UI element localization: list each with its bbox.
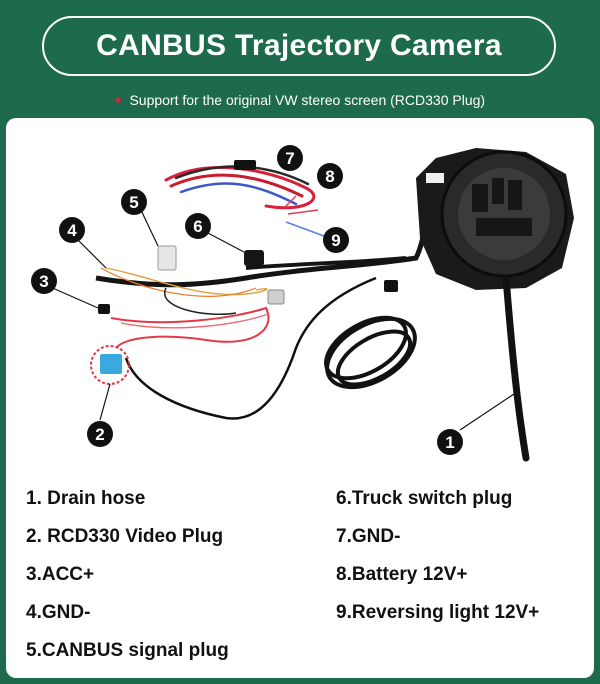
callout-5: 5 bbox=[121, 189, 147, 215]
callout-7-label: 7 bbox=[285, 149, 294, 168]
callout-6-label: 6 bbox=[193, 217, 202, 236]
camera-unit bbox=[416, 148, 574, 290]
spec-item: 1. Drain hose bbox=[26, 488, 146, 509]
main-harness bbox=[95, 177, 439, 288]
callout-1-label: 1 bbox=[445, 433, 454, 452]
drain-hose bbox=[502, 274, 530, 462]
spec-item: 5.CANBUS signal plug bbox=[26, 640, 229, 661]
red-wire-bundle bbox=[164, 160, 316, 210]
red-power-wire bbox=[110, 306, 270, 349]
callout-9-label: 9 bbox=[331, 231, 340, 250]
heart-icon: ♥ bbox=[114, 95, 122, 107]
spec-item: 6.Truck switch plug bbox=[336, 488, 513, 509]
spec-item: 2. RCD330 Video Plug bbox=[26, 526, 224, 547]
callout-9: 9 bbox=[323, 227, 349, 253]
subtitle: ♥ Support for the original VW stereo scre… bbox=[0, 92, 600, 108]
callout-8: 8 bbox=[317, 163, 343, 189]
spec-list: 1. Drain hose 2. RCD330 Video Plug 3.ACC… bbox=[6, 478, 594, 678]
title-banner: CANBUS Trajectory Camera bbox=[42, 16, 556, 76]
callout-7: 7 bbox=[277, 145, 303, 171]
spec-item: 9.Reversing light 12V+ bbox=[336, 602, 540, 623]
product-card: 1 2 3 4 5 6 7 8 9 1. Drain hose 2. RCD33… bbox=[6, 118, 594, 678]
callout-4: 4 bbox=[59, 217, 85, 243]
page-title: CANBUS Trajectory Camera bbox=[96, 29, 502, 62]
spec-item: 8.Battery 12V+ bbox=[336, 564, 468, 585]
spec-item: 4.GND- bbox=[26, 602, 91, 623]
callout-2-label: 2 bbox=[95, 425, 104, 444]
callout-2: 2 bbox=[87, 421, 113, 447]
callout-6: 6 bbox=[185, 213, 211, 239]
rcd330-connector bbox=[100, 354, 122, 374]
product-photo: 1 2 3 4 5 6 7 8 9 bbox=[31, 145, 574, 462]
spec-item: 3.ACC+ bbox=[26, 564, 95, 585]
callout-3-label: 3 bbox=[39, 272, 48, 291]
coiled-cable bbox=[324, 315, 417, 390]
callout-4-label: 4 bbox=[67, 221, 77, 240]
spec-item: 7.GND- bbox=[336, 526, 401, 547]
canbus-connector bbox=[157, 245, 177, 271]
subtitle-text: Support for the original VW stereo scree… bbox=[129, 92, 486, 108]
callout-8-label: 8 bbox=[325, 167, 334, 186]
callout-3: 3 bbox=[31, 268, 57, 294]
truck-switch-plug bbox=[244, 250, 264, 266]
callout-1: 1 bbox=[437, 429, 463, 455]
callout-5-label: 5 bbox=[129, 193, 138, 212]
